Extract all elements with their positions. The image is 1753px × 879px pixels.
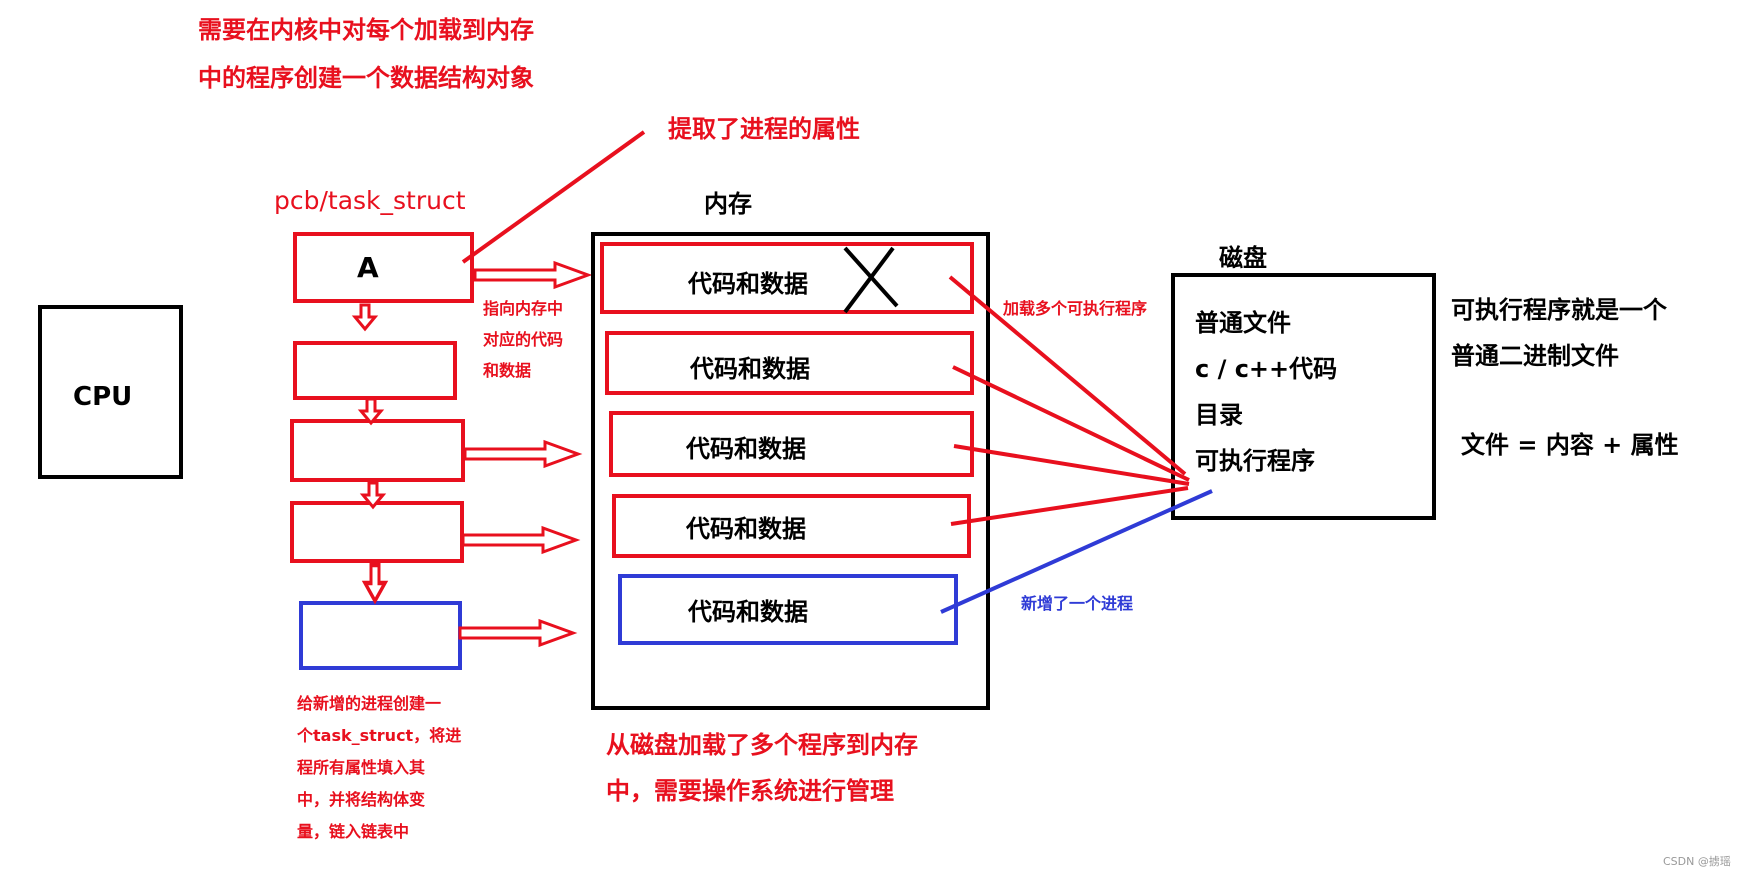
link-arrow-1 — [353, 303, 377, 331]
memory-block-5 — [618, 574, 958, 645]
memory-label: 内存 — [704, 190, 752, 218]
new-pcb-note-line-5: 量，链入链表中 — [297, 822, 410, 841]
cpu-label: CPU — [73, 382, 133, 412]
new-pcb-note: 给新增的进程创建一 个task_struct，将进 程所有属性填入其 中，并将结… — [297, 688, 461, 848]
pointer-arrow-2 — [463, 440, 580, 468]
memory-block-1 — [600, 242, 974, 314]
pointer-note-line-1: 指向内存中 — [483, 299, 564, 318]
disk-item-executable: 可执行程序 — [1195, 447, 1315, 475]
memory-box — [591, 232, 990, 710]
new-process-line — [940, 489, 1213, 614]
watermark: CSDN @掳瑶 — [1663, 855, 1731, 868]
pointer-note: 指向内存中 对应的代码 和数据 — [483, 293, 593, 386]
new-pcb-note-line-3: 程所有属性填入其 — [297, 758, 426, 777]
new-pcb-note-line-1: 给新增的进程创建一 — [297, 694, 442, 713]
file-formula: 文件 = 内容 + 属性 — [1461, 431, 1679, 459]
load-note-line-1: 从磁盘加载了多个程序到内存 — [606, 731, 918, 759]
memory-block-label-5: 代码和数据 — [688, 598, 808, 626]
link-arrow-4 — [365, 565, 385, 601]
disk-label: 磁盘 — [1219, 244, 1267, 272]
disk-box — [1171, 273, 1436, 520]
memory-block-label-1: 代码和数据 — [688, 270, 808, 298]
load-exec-note: 加载多个可执行程序 — [1003, 299, 1148, 318]
new-pcb-note-line-4: 中，并将结构体变 — [297, 790, 426, 809]
pcb-box-new — [299, 601, 462, 670]
pointer-note-line-2: 对应的代码 — [483, 330, 564, 349]
top-note: 需要在内核中对每个加载到内存 中的程序创建一个数据结构对象 — [198, 6, 534, 102]
load-lines — [948, 275, 1190, 526]
load-note: 从磁盘加载了多个程序到内存 中，需要操作系统进行管理 — [606, 722, 918, 814]
removed-x-mark — [843, 246, 899, 314]
pcb-first-label: A — [357, 251, 379, 284]
new-process-note: 新增了一个进程 — [1021, 594, 1134, 613]
attr-pointer-line — [461, 130, 646, 264]
cpu-box — [38, 305, 183, 479]
disk-item-directory: 目录 — [1195, 401, 1243, 429]
top-note-line-2: 中的程序创建一个数据结构对象 — [198, 64, 534, 92]
attr-note: 提取了进程的属性 — [668, 115, 860, 143]
disk-item-source-code: c / c++代码 — [1195, 355, 1338, 383]
pcb-label: pcb/task_struct — [274, 186, 466, 215]
memory-block-3 — [609, 411, 974, 477]
memory-block-label-4: 代码和数据 — [686, 515, 806, 543]
memory-block-2 — [605, 331, 974, 395]
pointer-arrow-4 — [458, 619, 575, 647]
top-note-line-1: 需要在内核中对每个加载到内存 — [198, 16, 534, 44]
new-pcb-note-line-2: 个task_struct，将进 — [297, 726, 462, 745]
pcb-box-4 — [290, 501, 464, 563]
right-note-line-1: 可执行程序就是一个 — [1451, 296, 1667, 324]
memory-block-4 — [612, 494, 971, 558]
load-note-line-2: 中，需要操作系统进行管理 — [606, 777, 894, 805]
pointer-arrow-1 — [473, 261, 590, 289]
pointer-note-line-3: 和数据 — [483, 361, 532, 380]
pcb-box-3 — [290, 419, 465, 482]
pointer-arrow-3 — [461, 526, 578, 554]
pcb-box-2 — [293, 341, 457, 400]
memory-block-label-2: 代码和数据 — [690, 355, 810, 383]
memory-block-label-3: 代码和数据 — [686, 435, 806, 463]
disk-items: 普通文件 c / c++代码 目录 可执行程序 — [1195, 300, 1337, 484]
right-note: 可执行程序就是一个 普通二进制文件 — [1451, 287, 1667, 379]
right-note-line-2: 普通二进制文件 — [1451, 342, 1619, 370]
disk-item-regular-file: 普通文件 — [1195, 309, 1291, 337]
pcb-box-a — [293, 232, 474, 303]
